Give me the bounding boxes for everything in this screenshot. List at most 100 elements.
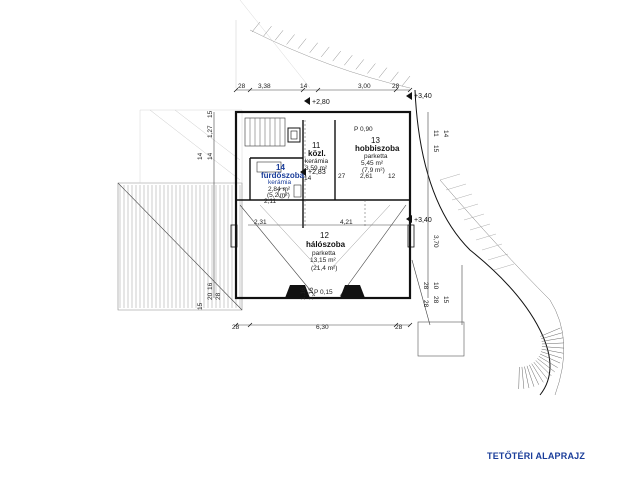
stair-step [541, 337, 564, 342]
dimension-labels: 28 3,38 14 3,00 28 28 6,30 28 2,31 4,21 … [197, 83, 449, 331]
upper-curve [235, 0, 411, 89]
dim-int-1: 2,31 [254, 219, 267, 226]
dim-right-8: 15 [442, 296, 449, 304]
level-right-top: +3,40 [414, 93, 432, 100]
dim-int-3: 27 [338, 173, 346, 180]
dim-top-1: 28 [238, 83, 246, 90]
room-14-label: 14 fürdőszoba kerámia 2,84 m² (5,2 m²) [261, 163, 305, 199]
dim-left-1: 14 [207, 152, 214, 160]
dim-int-7: 2,11 [264, 198, 277, 205]
dim-int-8: P 0,15 [314, 289, 333, 296]
room-14-num: 14 [276, 163, 285, 172]
room-13-area-alt: (7,9 m²) [362, 167, 385, 174]
drawing-title: TETŐTÉRI ALAPRAJZ [487, 451, 586, 461]
room-12-num: 12 [320, 231, 329, 240]
dim-right-9: 28 [422, 300, 429, 308]
dim-bottom-3: 28 [395, 324, 403, 331]
dim-tick [315, 87, 321, 93]
right-curve [411, 89, 565, 396]
stair-step [541, 332, 563, 340]
dim-right-7: 28 [422, 282, 429, 290]
stair-step [274, 30, 284, 41]
stair-step [541, 342, 564, 345]
dim-right-3: 14 [442, 130, 449, 138]
roof-hatch-left [117, 109, 243, 311]
stair-step [526, 365, 535, 387]
dim-int-6: 14 [304, 175, 312, 182]
dim-tick [407, 322, 413, 328]
stair-step [481, 243, 503, 251]
stair-step [524, 366, 530, 389]
level-right-mid: +3,40 [414, 217, 432, 224]
stair-step [463, 213, 485, 221]
stair-step [539, 353, 561, 364]
stair-step [309, 42, 318, 53]
room-12-label: 12 hálószoba parketta 13,15 m² (21,4 m²) [306, 231, 346, 272]
dim-tick [233, 87, 239, 93]
dim-right-1: 11 [432, 130, 439, 137]
dim-tick [247, 87, 253, 93]
room-13-num: 13 [371, 136, 380, 145]
room-14-area-alt: (5,2 m²) [267, 192, 290, 199]
dim-top-5: 28 [392, 83, 400, 90]
dim-tick [393, 87, 399, 93]
dim-tick [393, 322, 399, 328]
level-markers: +2,80 +3,40 +3,40 +2,83 [300, 92, 432, 224]
level-top: +2,80 [312, 99, 330, 106]
dim-bottom-1: 28 [232, 324, 240, 331]
dim-left-2: 1,27 [207, 125, 214, 138]
stair-step [531, 363, 544, 383]
stair-step [439, 173, 461, 181]
dim-top-3: 14 [300, 83, 308, 90]
stair-step [445, 183, 467, 191]
stair-step [286, 34, 295, 45]
dim-left-4: 14 [197, 152, 204, 160]
room-13-name: hobbiszoba [355, 144, 400, 153]
stair-step [251, 21, 261, 33]
room-11-floor: kerámia [305, 158, 329, 165]
stair-step [457, 203, 479, 211]
stair-step [451, 193, 473, 201]
dim-right-2: 15 [432, 145, 439, 153]
room-11-name: közl. [308, 149, 326, 158]
room-12-area-alt: (21,4 m²) [311, 265, 337, 272]
stair-step [535, 360, 552, 377]
stair-step [540, 327, 561, 337]
room-14-floor: kerámia [268, 179, 292, 186]
dim-tick [300, 87, 306, 93]
room-12-floor: parketta [312, 250, 336, 257]
building-walls [230, 110, 415, 300]
dim-stair-2: 1,16 [308, 287, 315, 300]
room-13-floor: parketta [364, 153, 388, 160]
room-12-area: 13,15 m² [310, 257, 336, 264]
stair-step [487, 253, 509, 261]
level-bath: +2,83 [308, 169, 326, 176]
stair-step [533, 361, 548, 380]
stair-step [493, 263, 515, 271]
dim-tick [233, 322, 239, 328]
dim-top-2: 3,38 [258, 83, 271, 90]
stair-step [518, 366, 520, 389]
stair-step [263, 25, 272, 37]
dim-stair-1: 1,16 [300, 287, 307, 300]
stair-step [529, 364, 540, 385]
room-13-label: 13 hobbiszoba parketta 5,45 m² (7,9 m²) [355, 136, 400, 174]
room-11-num: 11 [312, 141, 321, 150]
dim-int-5: 12 [388, 173, 396, 180]
dim-int-4: 2,61 [360, 173, 373, 180]
room-14-area: 2,84 m² [268, 186, 291, 193]
stair-step [378, 67, 388, 78]
dim-left-5: 20 [207, 292, 214, 300]
stair-step [401, 75, 411, 87]
dim-left-6: 28 [215, 292, 222, 300]
dim-right-6: 28 [432, 296, 439, 304]
stair-step [344, 55, 353, 66]
stair-step [538, 356, 558, 368]
stair-step [321, 46, 330, 58]
dim-left-8: 15 [197, 302, 204, 310]
dim-right-4: 3,70 [432, 235, 439, 248]
stair-step [367, 63, 376, 74]
dim-right-5: 10 [432, 282, 439, 290]
stair-step [475, 233, 497, 241]
